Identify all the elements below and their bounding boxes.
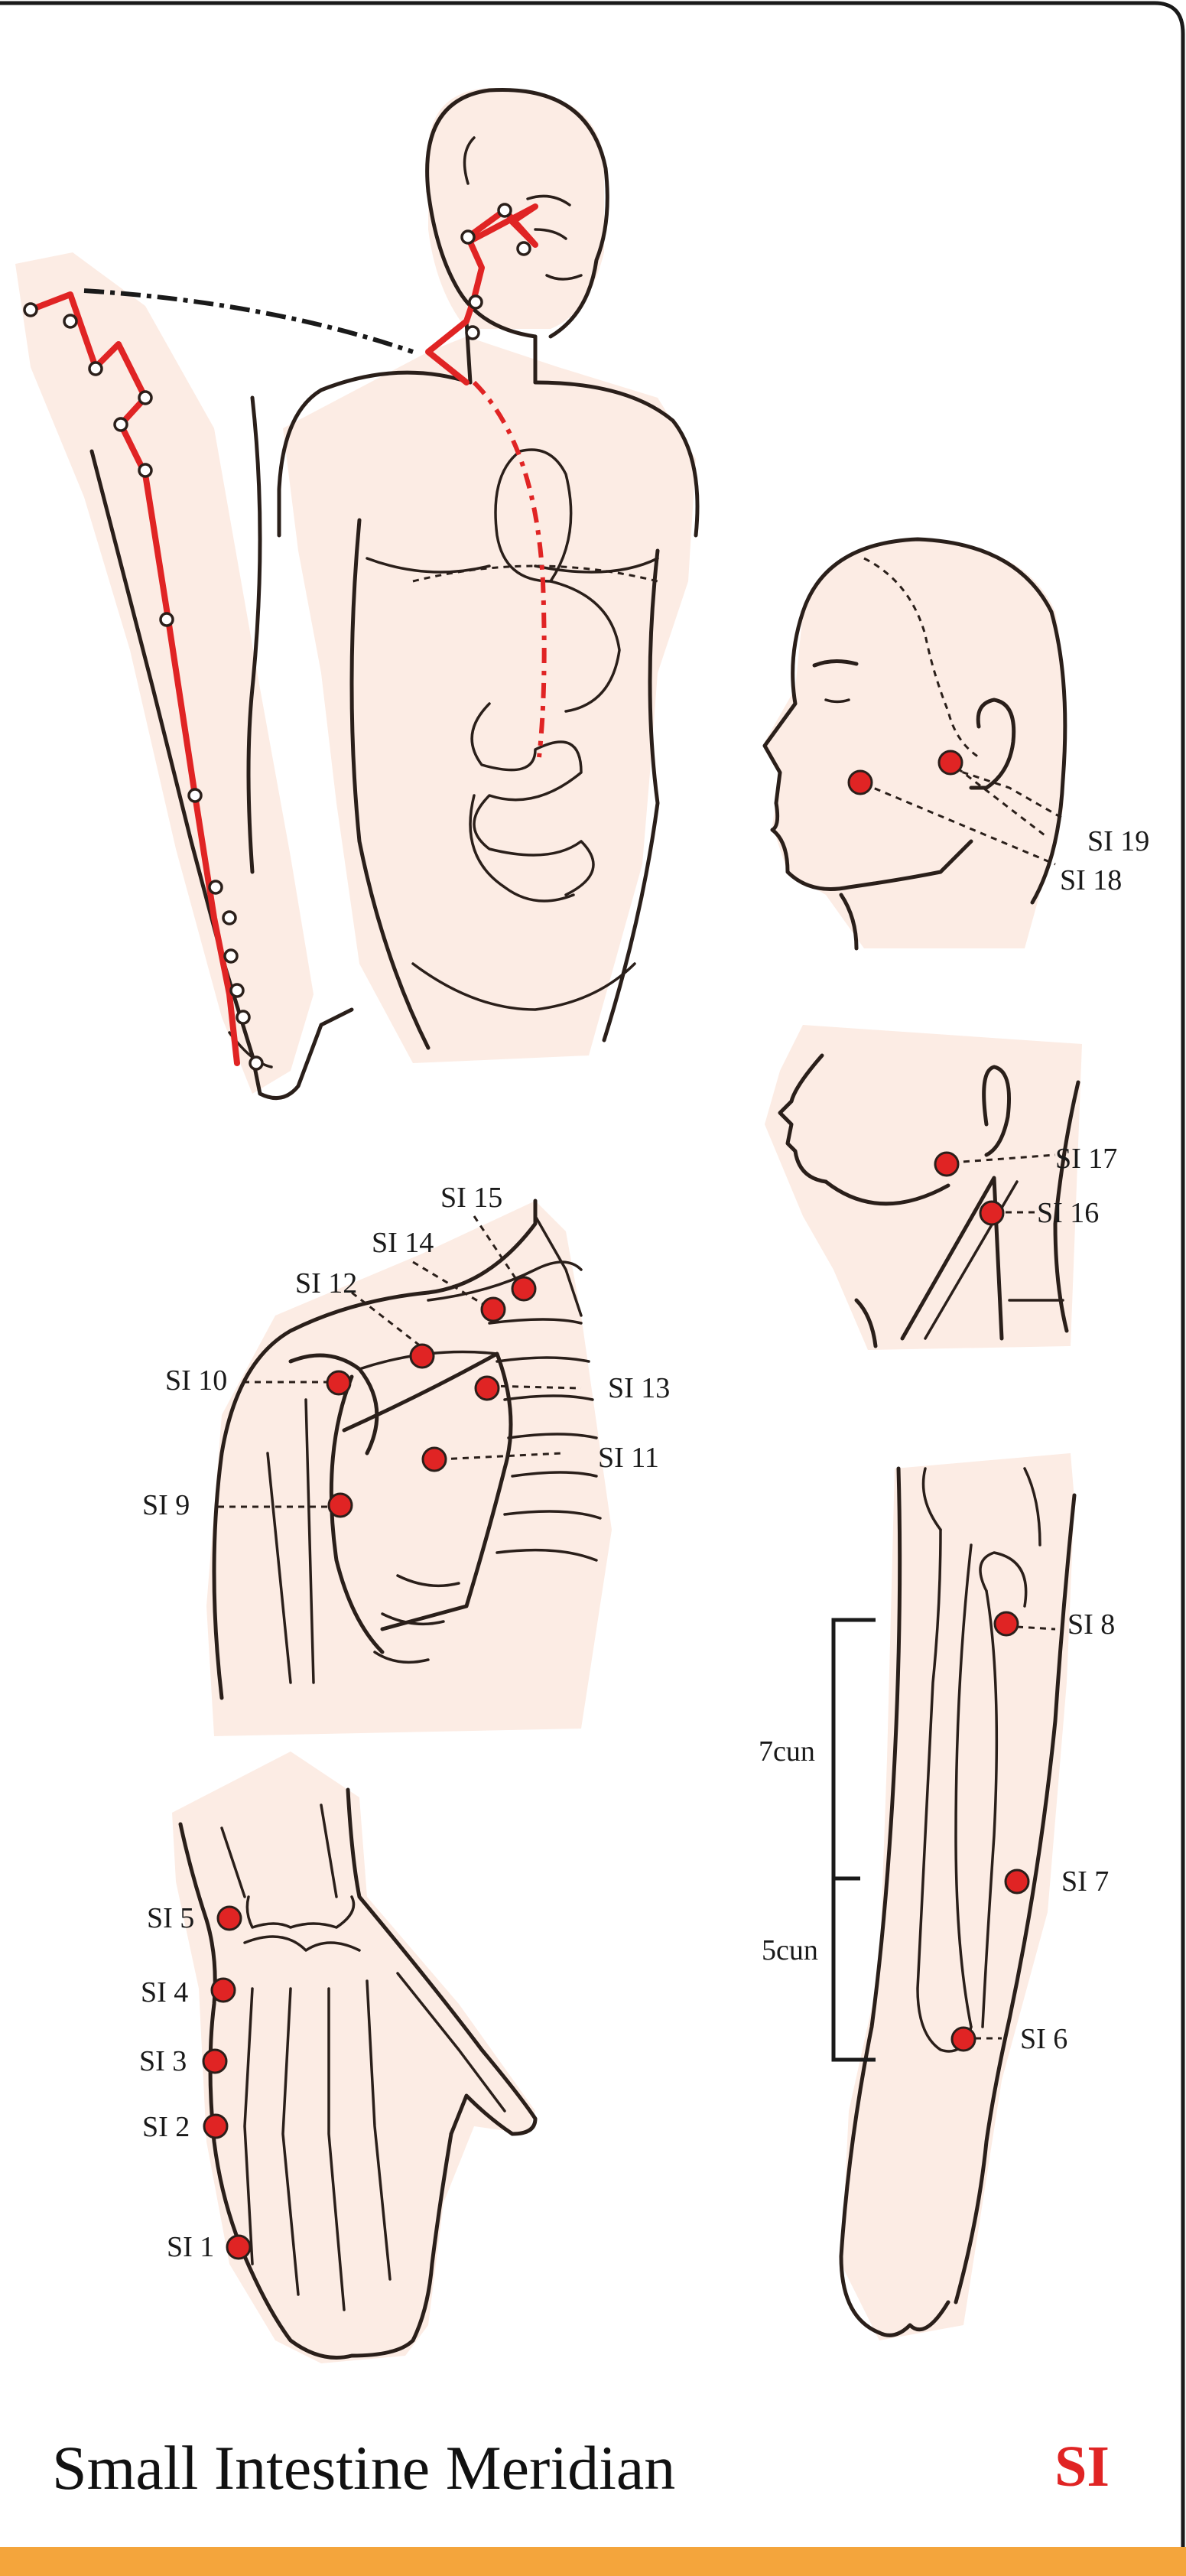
neck-figure: SI 17 SI 16 [765,1025,1117,1350]
label-7cun: 7cun [759,1735,815,1768]
forearm-figure: SI 8 SI 7 SI 6 7cun 5cun [759,1453,1115,2340]
label-si5: SI 5 [147,1902,194,1934]
label-si1: SI 1 [167,2231,214,2263]
label-si11: SI 11 [598,1442,659,1474]
label-si13: SI 13 [608,1372,670,1404]
point-si10[interactable] [326,1370,352,1396]
point-si2[interactable] [203,2113,229,2139]
hand-figure: SI 5 SI 4 SI 3 SI 2 SI 1 [139,1751,538,2363]
point-si13[interactable] [474,1375,500,1401]
point-si6[interactable] [950,2026,976,2052]
label-si2: SI 2 [142,2111,190,2143]
label-si15: SI 15 [440,1182,502,1214]
label-si18: SI 18 [1060,864,1122,896]
label-si3: SI 3 [139,2045,187,2077]
point-si17[interactable] [934,1151,960,1177]
point-si9[interactable] [327,1492,353,1518]
ribs [373,1318,602,1664]
point-si1[interactable] [226,2234,252,2260]
label-si19: SI 19 [1087,825,1149,857]
head-profile-figure: SI 19 SI 18 [762,537,1149,951]
point-si8[interactable] [993,1611,1019,1637]
label-si14: SI 14 [372,1227,434,1259]
chart-title: Small Intestine Meridian [52,2433,676,2503]
label-si12: SI 12 [295,1267,357,1299]
point-si11[interactable] [421,1446,447,1472]
point-si16[interactable] [979,1200,1005,1226]
label-si4: SI 4 [141,1976,188,2008]
point-si5[interactable] [216,1905,242,1931]
label-si8: SI 8 [1067,1608,1115,1641]
label-si9: SI 9 [142,1489,190,1521]
point-si7[interactable] [1004,1869,1030,1895]
label-si7: SI 7 [1061,1865,1109,1898]
label-si17: SI 17 [1055,1143,1117,1175]
label-si6: SI 6 [1020,2023,1067,2055]
arm-meridian-nodes [23,203,531,1071]
bottom-accent-bar [0,2547,1186,2576]
point-si15[interactable] [511,1276,537,1302]
point-si19[interactable] [937,750,963,776]
torso-arm-figure [15,87,700,1101]
point-si14[interactable] [480,1296,506,1322]
point-si18[interactable] [847,769,873,795]
label-si16: SI 16 [1037,1197,1099,1229]
meridian-code: SI [1054,2435,1110,2499]
shoulder-figure: SI 9 SI 10 SI 11 SI 12 SI 13 SI 14 SI 15 [142,1182,670,1736]
label-si10: SI 10 [165,1364,227,1397]
cun-measurement-bracket: 7cun 5cun [759,1618,876,2062]
point-si3[interactable] [202,2048,228,2074]
point-si4[interactable] [210,1977,236,2003]
point-si12[interactable] [409,1343,435,1369]
label-5cun: 5cun [762,1934,818,1966]
